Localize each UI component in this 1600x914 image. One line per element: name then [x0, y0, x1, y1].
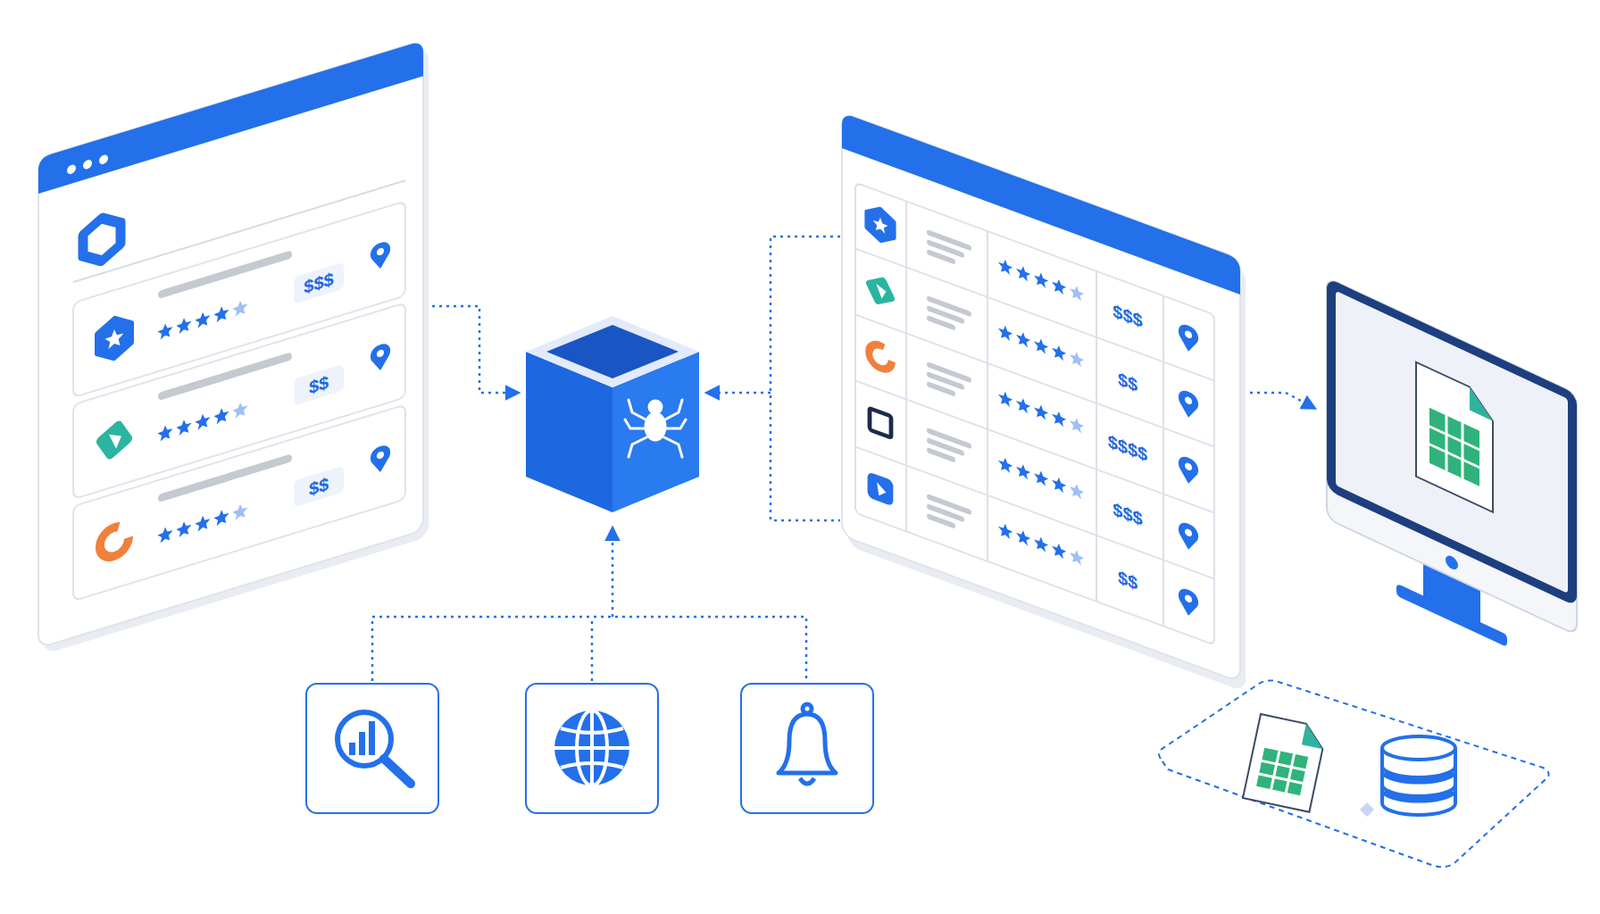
rating-star: [232, 400, 248, 420]
rating-star: [1033, 534, 1049, 554]
rating-star: [1016, 461, 1031, 481]
location-pin: [370, 443, 391, 476]
location-pin: [370, 341, 391, 375]
rating-star: [1033, 468, 1049, 488]
monitor: [1326, 277, 1577, 681]
business-logo: [94, 414, 134, 466]
rating-star: [157, 423, 173, 443]
location-pin: [1178, 388, 1199, 422]
rating-star: [1069, 349, 1084, 368]
price-label: $$$: [1112, 500, 1142, 529]
business-logo: [97, 313, 132, 364]
price-label: $$: [308, 475, 329, 500]
rating-star: [1069, 283, 1084, 302]
rating-star: [194, 411, 210, 432]
rating-star: [157, 321, 173, 342]
rating-star: [194, 513, 210, 534]
price-label: $$$: [1112, 301, 1142, 331]
price-label: $$: [1117, 369, 1138, 395]
location-pin: [1178, 322, 1199, 356]
listing-card: [73, 404, 406, 601]
rating-star: [998, 257, 1013, 276]
location-pin: [1178, 520, 1199, 554]
rating-star: [1033, 336, 1049, 356]
storage-platform: [1158, 680, 1550, 867]
results-table: [841, 112, 1246, 692]
rating-star: [232, 501, 248, 522]
rating-star: [1051, 408, 1067, 428]
rating-star: [1051, 475, 1067, 494]
rating-star: [175, 417, 192, 438]
table-row: [865, 269, 1200, 424]
rating-star: [998, 455, 1013, 475]
business-logo: [869, 408, 892, 438]
rating-star: [213, 406, 229, 426]
rating-star: [157, 525, 173, 545]
rating-star: [213, 508, 229, 528]
table-row: [866, 204, 1199, 359]
rating-star: [1069, 415, 1084, 434]
business-logo: [866, 204, 894, 246]
location-pin: [1178, 454, 1199, 488]
rating-star: [1033, 270, 1049, 290]
rating-star: [1051, 276, 1067, 296]
table-row: [867, 471, 1200, 620]
table-row: [869, 406, 1199, 553]
tool-icons: [306, 683, 874, 814]
rating-star: [1069, 481, 1084, 500]
rating-star: [194, 309, 210, 330]
location-pin: [1178, 586, 1199, 620]
price-label: $$$$: [1108, 432, 1149, 465]
rating-star: [1016, 263, 1031, 283]
business-logo: [868, 341, 892, 373]
business-logo: [865, 269, 897, 313]
rating-star: [175, 316, 192, 336]
rating-star: [1033, 402, 1049, 422]
rating-star: [1051, 541, 1067, 560]
rating-star: [998, 521, 1013, 541]
price-label: $$: [308, 373, 329, 398]
price-label: $$: [1117, 567, 1138, 593]
business-logo: [867, 471, 894, 507]
browser-window: [38, 38, 429, 657]
rating-star: [1016, 395, 1031, 415]
business-logo: [100, 523, 129, 561]
rating-star: [998, 323, 1013, 342]
location-pin: [370, 240, 391, 273]
price-label: $$$: [303, 269, 334, 297]
rating-star: [213, 304, 229, 325]
table-row: [868, 340, 1199, 488]
scraper-cube: [525, 316, 700, 513]
rating-star: [1069, 547, 1084, 567]
rating-star: [175, 519, 192, 540]
rating-star: [1016, 329, 1031, 349]
rating-star: [1051, 342, 1067, 362]
rating-star: [232, 298, 248, 318]
rating-star: [1016, 527, 1031, 547]
rating-star: [998, 389, 1013, 409]
